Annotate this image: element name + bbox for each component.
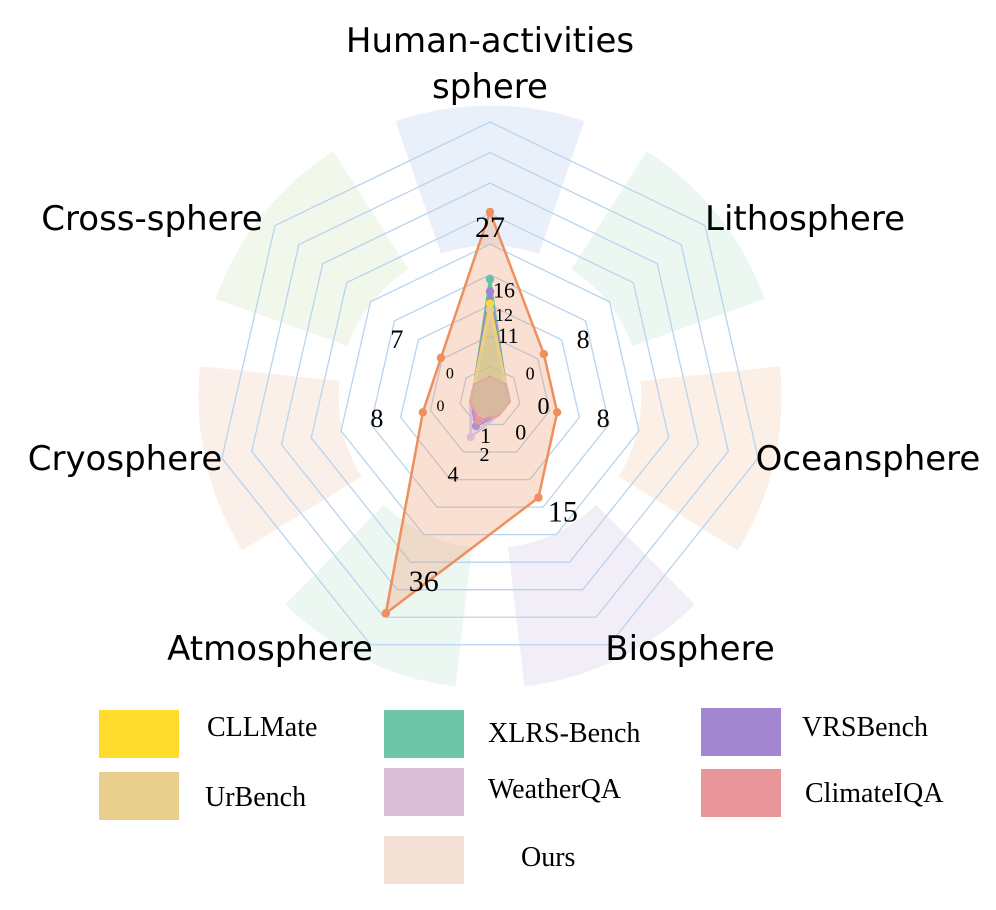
value-label: 27 [475, 211, 505, 244]
data-point-climateiqa [474, 416, 483, 425]
legend-label-urbench: UrBench [205, 782, 307, 813]
background-wedge [198, 366, 362, 551]
data-point-ours [534, 493, 543, 502]
value-label: 7 [390, 325, 403, 354]
background-wedge [507, 504, 695, 687]
legend-label-climateiqa: ClimateIQA [805, 778, 944, 809]
value-label: 0 [515, 419, 526, 444]
value-label: 8 [577, 325, 590, 354]
background-wedge [618, 366, 782, 551]
grid-ring [221, 121, 759, 646]
axis-label: sphere [432, 67, 548, 107]
legend-label-xlrs-bench: XLRS-Bench [488, 718, 641, 749]
legend-label-cllmate: CLLMate [207, 712, 318, 743]
legend-swatch-xlrs-bench [384, 710, 464, 758]
data-point-ours [381, 609, 391, 618]
legend-label-weatherqa: WeatherQA [488, 774, 622, 805]
legend-label-vrsbench: VRSBench [802, 712, 928, 743]
value-label: 36 [409, 565, 439, 598]
axis-label: Lithosphere [705, 199, 905, 239]
legend-label-ours: Ours [521, 842, 576, 873]
center-core [470, 377, 510, 417]
grid-ring [459, 365, 521, 426]
data-point-weatherqa [466, 432, 475, 442]
data-point-ours [436, 353, 446, 363]
grid-ring [310, 212, 670, 563]
legend-swatch-ours [384, 836, 464, 884]
data-point-vrsbench [485, 287, 495, 296]
value-label: 16 [493, 277, 515, 302]
grid-ring [250, 151, 730, 618]
value-label: 11 [497, 323, 518, 348]
data-point-ours [539, 349, 549, 359]
grid-ring [399, 304, 581, 481]
value-label: 0 [526, 363, 535, 383]
value-label: 12 [495, 305, 513, 325]
axis-label: Atmosphere [167, 629, 373, 669]
legend: CLLMate XLRS-Bench VRSBench UrBench Weat… [0, 700, 996, 910]
value-label: 2 [480, 444, 490, 466]
value-label: 0 [538, 394, 550, 420]
grid-ring [429, 335, 551, 453]
value-label: 8 [370, 404, 383, 433]
legend-swatch-cllmate [99, 710, 179, 758]
value-label: 0 [436, 398, 444, 415]
axis-label: Biosphere [605, 629, 775, 669]
axis-label: Oceansphere [756, 439, 981, 479]
background-wedge [285, 504, 473, 687]
background-wedge [395, 105, 585, 254]
legend-swatch-urbench [99, 772, 179, 820]
axis-label: Human-activities [346, 21, 634, 61]
axis-label: Cross-sphere [41, 199, 262, 239]
data-point-urbench [485, 305, 495, 314]
grid-ring [280, 182, 700, 591]
value-label: 15 [548, 495, 578, 528]
value-label: 0 [446, 366, 454, 383]
background-wedge [571, 151, 765, 347]
legend-swatch-climateiqa [701, 769, 781, 817]
value-label: 4 [448, 462, 459, 487]
value-label: 1 [480, 423, 491, 448]
background-wedge [215, 151, 409, 347]
data-point-xlrs-bench [485, 275, 495, 284]
data-point-cllmate [485, 299, 495, 308]
legend-swatch-weatherqa [384, 768, 464, 816]
grid-ring [370, 274, 610, 508]
data-point-ours [552, 408, 562, 417]
value-label: 8 [597, 404, 610, 433]
legend-swatch-vrsbench [701, 708, 781, 756]
axis-label: Cryosphere [28, 439, 223, 479]
data-point-ours [485, 207, 495, 217]
data-point-ours [418, 408, 428, 417]
